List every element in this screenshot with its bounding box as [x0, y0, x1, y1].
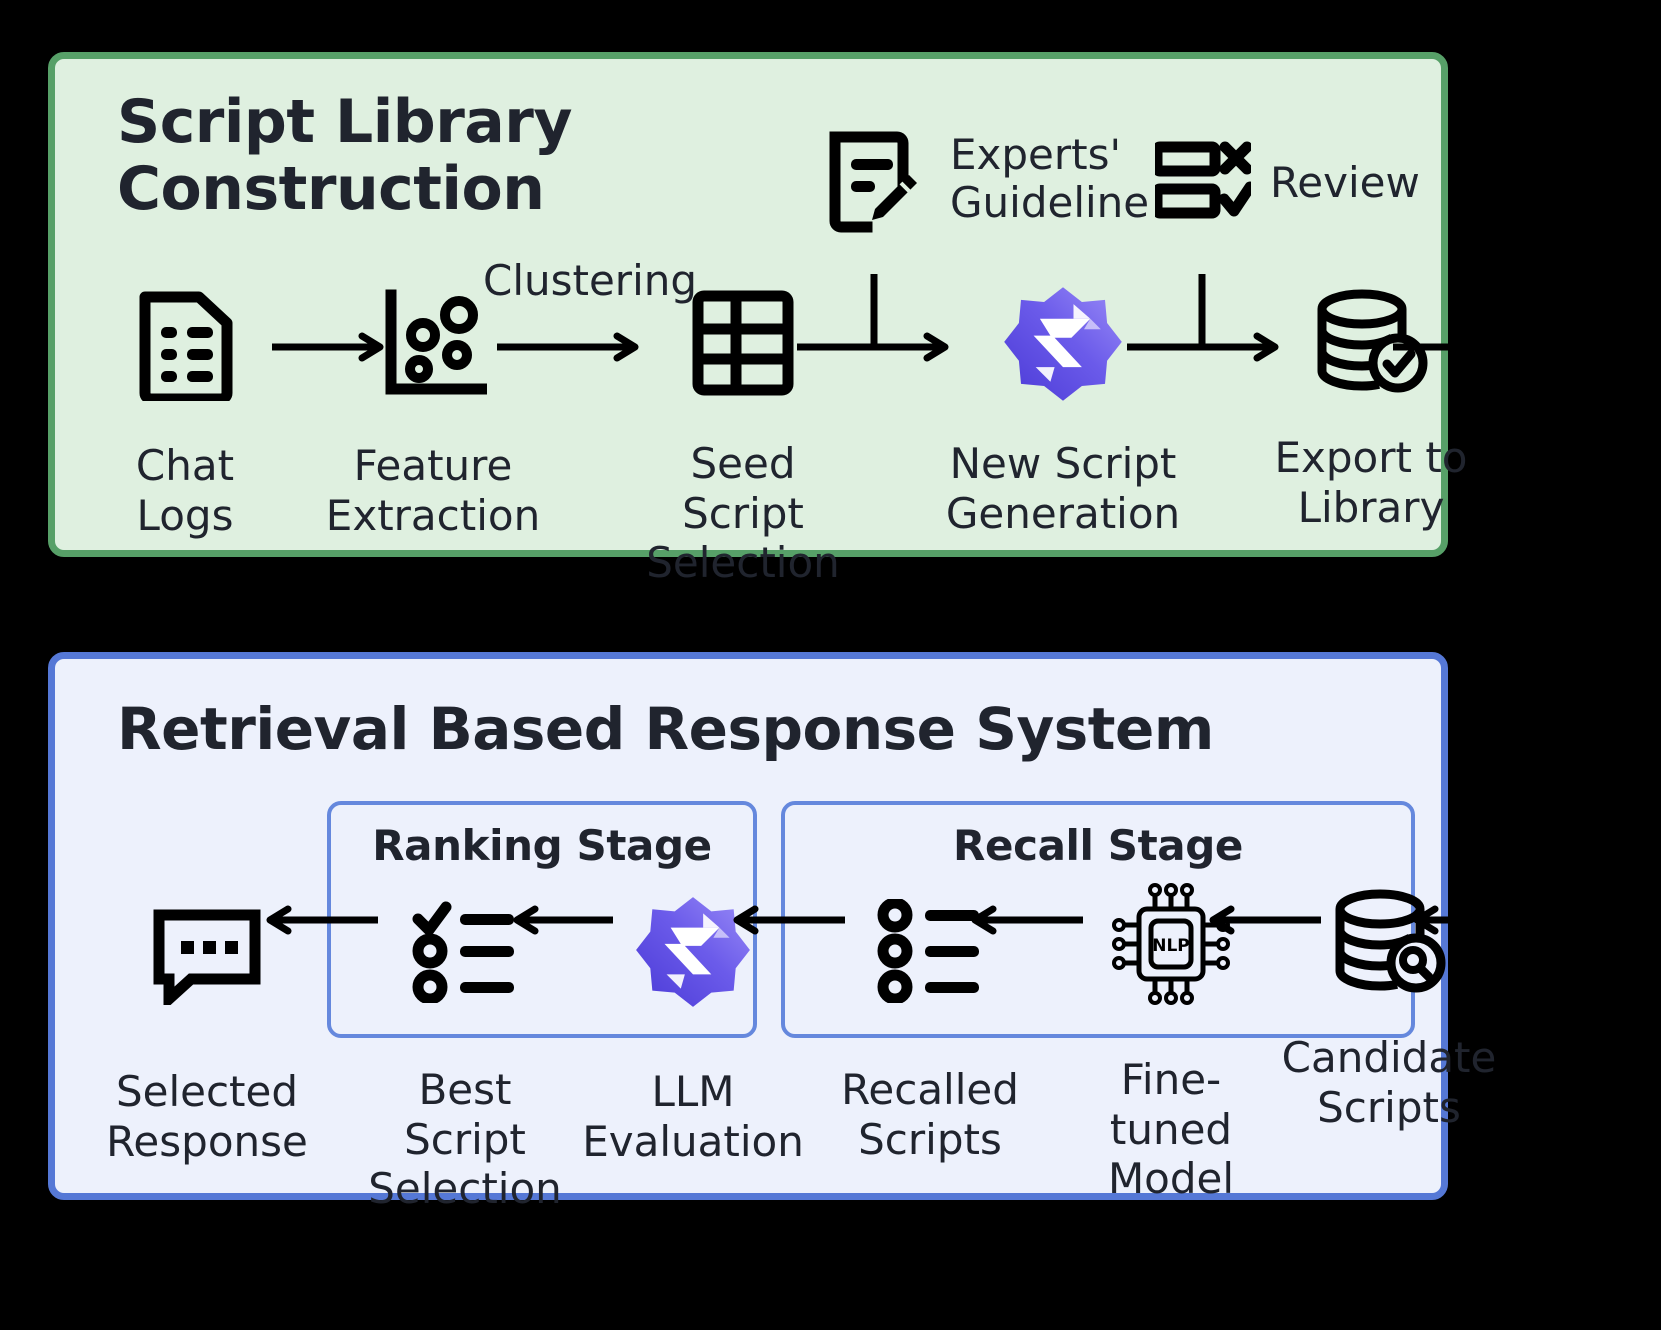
arrow-right: [272, 332, 384, 362]
step-caption: Best Script Selection: [368, 1065, 562, 1214]
experts-guideline-label: Experts' Guideline: [950, 130, 1150, 228]
database-search-icon: [1330, 887, 1448, 997]
panel-exit-line: [1393, 343, 1513, 351]
step-caption: Seed Script Selection: [646, 439, 840, 588]
llm-logo-icon: [1000, 281, 1126, 407]
scatter-plot-icon: [379, 289, 487, 401]
arrow-left: [266, 905, 378, 935]
arrow-left: [733, 905, 845, 935]
step-caption: Selected Response: [106, 1067, 308, 1166]
ranking-stage-title: Ranking Stage: [372, 821, 712, 870]
section-title: Retrieval Based Response System: [117, 695, 1214, 763]
checklist-ranked-icon: [412, 899, 518, 1003]
document-edit-icon: [827, 129, 919, 239]
step-export-to-library: Export to Library: [1271, 287, 1471, 532]
llm-logo-icon: [632, 891, 754, 1013]
step-caption: Candidate Scripts: [1281, 1033, 1497, 1132]
step-new-script-generation: New Script Generation: [946, 281, 1180, 538]
review-checklist-icon: [1151, 141, 1256, 227]
step-caption: New Script Generation: [945, 439, 1181, 538]
nlp-chip-icon: NLP: [1109, 881, 1233, 1007]
chat-bubble-icon: [151, 907, 263, 1005]
clustering-label: Clustering: [483, 256, 698, 305]
arrow-right: [497, 332, 639, 362]
step-best-script-selection: Best Script Selection: [365, 899, 565, 1214]
review-connector: [1198, 274, 1206, 344]
step-caption: Chat Logs: [135, 441, 235, 540]
step-recalled-scripts: Recalled Scripts: [835, 899, 1025, 1164]
page-title: Script Library Construction: [117, 87, 572, 225]
list-bullets-icon: [877, 899, 983, 1003]
panel-entry-arrow: [1413, 905, 1527, 935]
arrow-right: [1127, 332, 1279, 362]
guideline-connector: [870, 274, 878, 344]
arrow-left: [971, 905, 1083, 935]
chip-label: NLP: [1152, 936, 1190, 956]
review-label: Review: [1270, 158, 1420, 207]
step-seed-script-selection: Seed Script Selection: [633, 289, 853, 588]
step-feature-extraction: Feature Extraction: [326, 289, 540, 540]
step-selected-response: Selected Response: [106, 907, 308, 1166]
step-candidate-scripts: Candidate Scripts: [1282, 887, 1496, 1132]
script-library-construction-panel: Script Library Construction Experts' Gui…: [48, 52, 1513, 587]
arrow-right: [797, 332, 949, 362]
step-fine-tuned-model: NLP: [1063, 881, 1279, 1204]
step-caption: LLM Evaluation: [582, 1067, 804, 1166]
step-chat-logs: Chat Logs: [105, 289, 265, 540]
document-list-icon: [135, 289, 235, 401]
arrow-left: [513, 905, 613, 935]
step-llm-evaluation: LLM Evaluation: [582, 891, 804, 1166]
step-caption: Recalled Scripts: [841, 1065, 1019, 1164]
step-caption: Fine-tuned Model: [1107, 1055, 1235, 1204]
retrieval-based-response-system-panel: Retrieval Based Response System Ranking …: [48, 652, 1527, 1213]
step-caption: Export to Library: [1274, 433, 1468, 532]
table-grid-icon: [691, 289, 795, 397]
recall-stage-box: Recall Stage: [781, 801, 1415, 1038]
step-caption: Feature Extraction: [325, 441, 541, 540]
arrow-left: [1209, 905, 1321, 935]
recall-stage-title: Recall Stage: [953, 821, 1243, 870]
